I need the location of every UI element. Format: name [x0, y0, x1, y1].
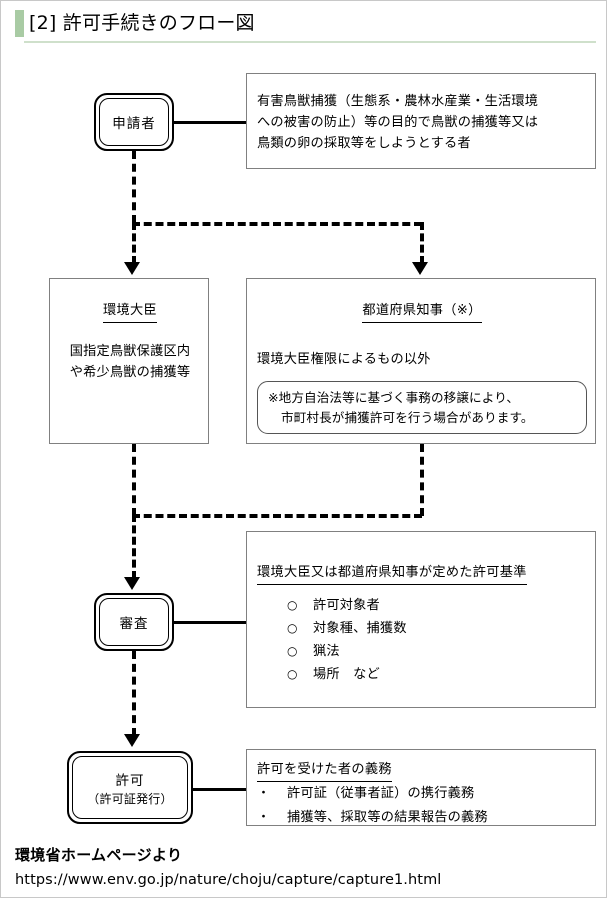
list-item: 対象種、捕獲数 [287, 617, 587, 640]
node-permit-label: 許可 [115, 772, 145, 789]
box-duties-title-wrap: 許可を受けた者の義務 [257, 759, 587, 782]
source-label: 環境省ホームページより [15, 846, 183, 864]
connector-minister-down [132, 444, 136, 516]
node-permit-inner: 許可 （許可証発行） [72, 756, 188, 819]
box-governor: 都道府県知事（※） 環境大臣権限によるもの以外 ※地方自治法等に基づく事務の移譲… [246, 278, 596, 444]
governor-note-line-1: ※地方自治法等に基づく事務の移譲により、 [268, 390, 520, 405]
arrowhead-to-minister [124, 262, 140, 275]
box-criteria-title-wrap: 環境大臣又は都道府県知事が定めた許可基準 [257, 562, 587, 585]
connector-split-horizontal [132, 222, 422, 226]
node-applicant: 申請者 [94, 93, 174, 151]
connector-applicant-to-desc [172, 121, 247, 124]
minister-line-1: 国指定鳥獣保護区内 [69, 344, 191, 359]
box-governor-title-wrap: 都道府県知事（※） [257, 300, 587, 323]
box-criteria-title: 環境大臣又は都道府県知事が定めた許可基準 [257, 562, 527, 585]
connector-merge-stem [132, 514, 136, 579]
connector-to-minister [132, 222, 136, 264]
box-duties: 許可を受けた者の義務 許可証（従事者証）の携行義務 捕獲等、採取等の結果報告の義… [246, 749, 596, 830]
connector-review-to-criteria [172, 621, 247, 624]
arrowhead-to-permit [124, 734, 140, 747]
box-minister: 環境大臣 国指定鳥獣保護区内 や希少鳥獣の捕獲等 [49, 278, 209, 444]
list-item: 許可対象者 [287, 594, 587, 617]
applicant-desc-line-3: 鳥類の卵の採取等をしようとする者 [257, 136, 471, 151]
source-url[interactable]: https://www.env.go.jp/nature/choju/captu… [15, 872, 442, 888]
header-accent-bar [15, 10, 24, 37]
node-review-inner: 審査 [99, 598, 169, 646]
connector-to-governor [420, 222, 424, 264]
box-governor-note: ※地方自治法等に基づく事務の移譲により、 市町村長が捕獲許可を行う場合があります… [257, 381, 587, 434]
list-item: 場所 など [287, 663, 587, 686]
minister-line-2: や希少鳥獣の捕獲等 [69, 365, 191, 380]
applicant-desc-line-2: への被害の防止）等の目的で鳥獣の捕獲等又は [257, 115, 539, 130]
applicant-desc-line-1: 有害鳥獣捕獲（生態系・農林水産業・生活環境 [257, 94, 539, 109]
box-applicant-description-text: 有害鳥獣捕獲（生態系・農林水産業・生活環境 への被害の防止）等の目的で鳥獣の捕獲… [257, 91, 587, 154]
connector-permit-to-duties [191, 788, 247, 791]
criteria-list: 許可対象者 対象種、捕獲数 猟法 場所 など [287, 594, 587, 686]
connector-review-to-permit [132, 651, 136, 736]
duties-list: 許可証（従事者証）の携行義務 捕獲等、採取等の結果報告の義務 [257, 782, 587, 830]
node-review: 審査 [94, 593, 174, 651]
node-permit: 許可 （許可証発行） [67, 751, 193, 824]
header-divider [24, 41, 596, 43]
box-minister-text: 国指定鳥獣保護区内 や希少鳥獣の捕獲等 [60, 341, 200, 383]
box-minister-content: 環境大臣 [60, 300, 200, 323]
box-applicant-description: 有害鳥獣捕獲（生態系・農林水産業・生活環境 への被害の防止）等の目的で鳥獣の捕獲… [246, 73, 596, 169]
list-item: 捕獲等、採取等の結果報告の義務 [257, 806, 587, 830]
page-title: [2] 許可手続きのフロー図 [29, 12, 255, 34]
list-item: 許可証（従事者証）の携行義務 [257, 782, 587, 806]
connector-governor-down [420, 444, 424, 516]
box-governor-title: 都道府県知事（※） [362, 300, 482, 323]
node-applicant-inner: 申請者 [99, 98, 169, 146]
box-criteria: 環境大臣又は都道府県知事が定めた許可基準 許可対象者 対象種、捕獲数 猟法 場所… [246, 531, 596, 708]
list-item: 猟法 [287, 640, 587, 663]
connector-merge-horizontal [132, 514, 422, 518]
box-minister-title: 環境大臣 [103, 300, 157, 323]
connector-split-stem [132, 151, 136, 223]
node-applicant-label: 申請者 [112, 116, 156, 132]
node-permit-sublabel: （許可証発行） [87, 791, 173, 806]
node-review-label: 審査 [119, 616, 149, 632]
box-duties-title: 許可を受けた者の義務 [257, 759, 392, 782]
arrowhead-to-governor [412, 262, 428, 275]
governor-note-line-2: 市町村長が捕獲許可を行う場合があります。 [281, 410, 534, 425]
box-governor-lead: 環境大臣権限によるもの以外 [257, 352, 431, 367]
arrowhead-to-review [124, 577, 140, 590]
